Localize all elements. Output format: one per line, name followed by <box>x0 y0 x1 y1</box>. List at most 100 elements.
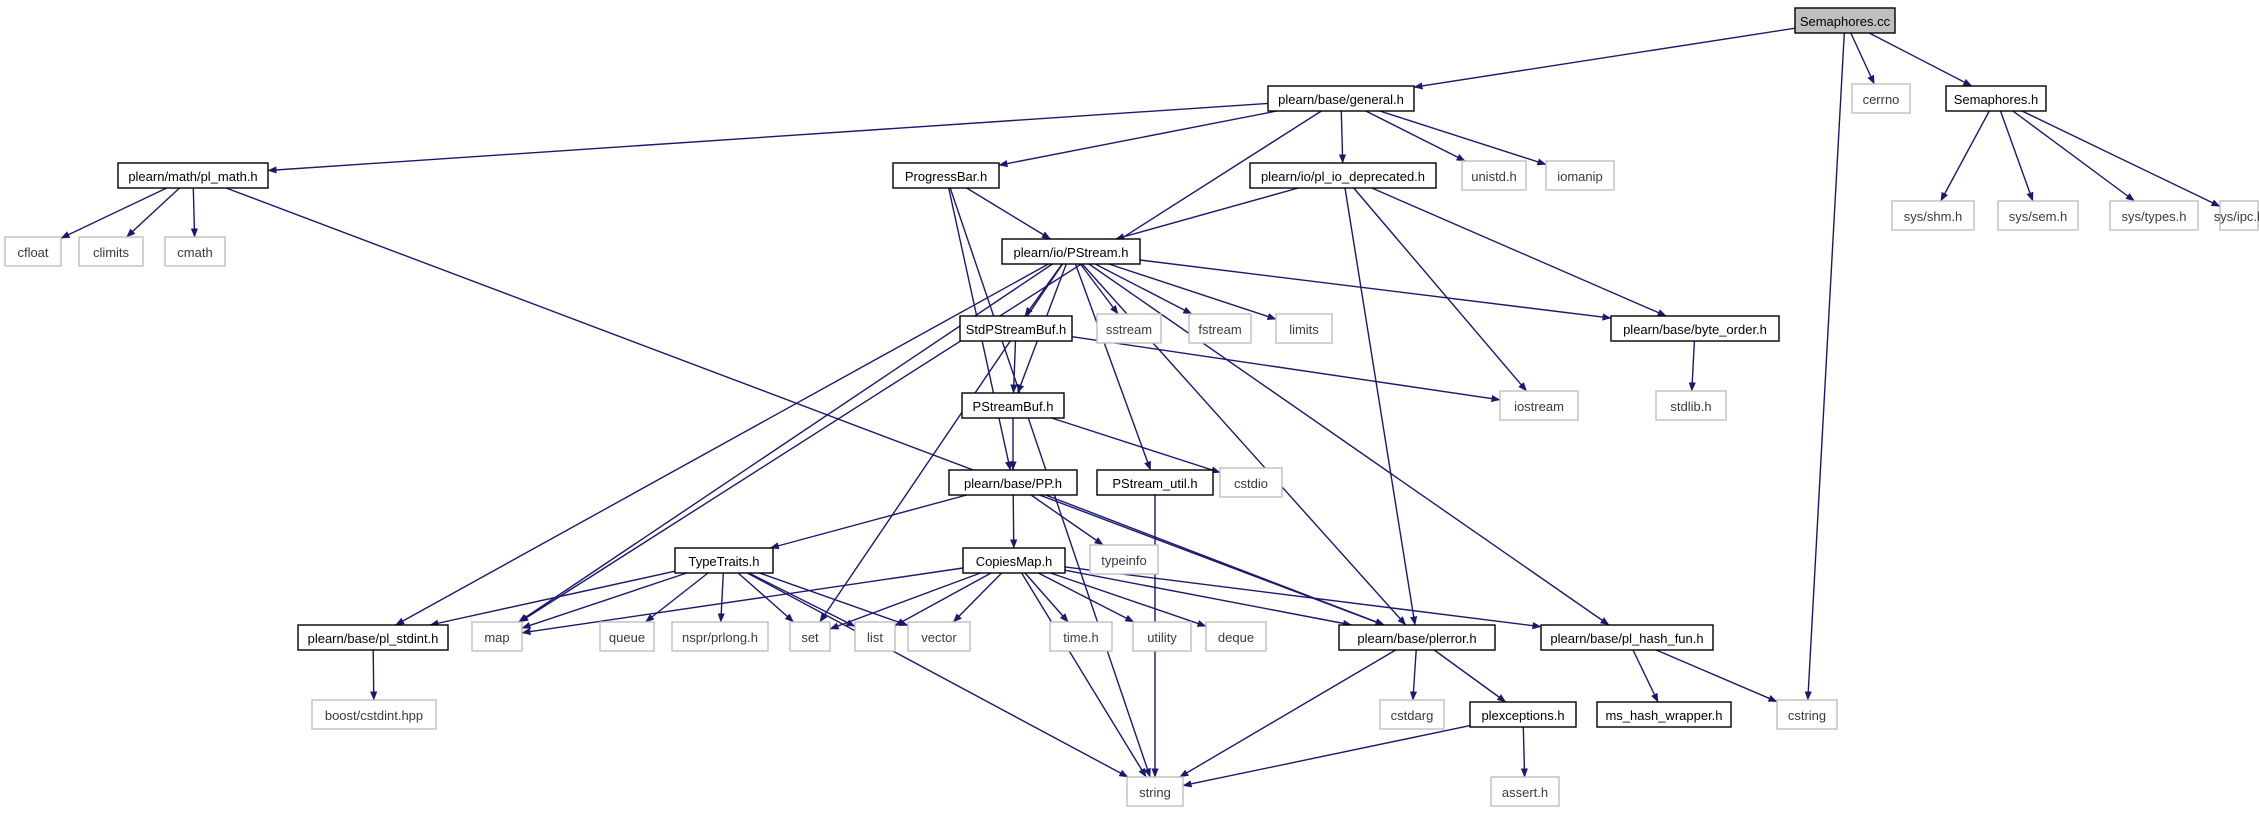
edge-copiesmap_h-to-list <box>894 572 992 627</box>
node-box <box>671 621 769 652</box>
node-label: plearn/io/pl_io_deprecated.h <box>1261 169 1425 184</box>
node-box <box>471 621 523 652</box>
node-label: string <box>1139 785 1171 800</box>
node-pstream_h[interactable]: plearn/io/PStream.h <box>1001 238 1141 265</box>
node-box <box>1096 313 1162 344</box>
node-label: plearn/base/pl_hash_fun.h <box>1550 631 1703 646</box>
node-box <box>1219 467 1283 498</box>
node-label: time.h <box>1063 630 1098 645</box>
node-semaphores_cc[interactable]: Semaphores.cc <box>1794 7 1896 34</box>
node-nspr_prlong_h: nspr/prlong.h <box>671 621 769 652</box>
edge-progressbar_h-to-pstream_h <box>966 187 1051 240</box>
edge-semaphores_cc-to-semaphores_h <box>1868 32 1973 87</box>
node-plerror_h[interactable]: plearn/base/plerror.h <box>1338 624 1496 651</box>
node-typetraits_h[interactable]: TypeTraits.h <box>674 547 774 574</box>
node-label: CopiesMap.h <box>976 554 1053 569</box>
node-box <box>2109 200 2199 231</box>
node-sys_shm_h: sys/shm.h <box>1891 200 1975 231</box>
node-box <box>1089 544 1159 575</box>
node-label: sstream <box>1106 322 1152 337</box>
node-label: cmath <box>177 245 212 260</box>
node-box <box>1267 85 1415 112</box>
node-utility: utility <box>1132 621 1192 652</box>
nodes-layer: Semaphores.cc plearn/base/general.h cerrno… <box>4 7 2259 807</box>
node-progressbar_h[interactable]: ProgressBar.h <box>892 162 1000 189</box>
node-label: plearn/math/pl_math.h <box>128 169 257 184</box>
node-box <box>1776 699 1838 730</box>
node-pstream_util_h[interactable]: PStream_util.h <box>1096 469 1214 496</box>
edge-plexceptions_h-to-string <box>1182 724 1471 788</box>
node-typeinfo: typeinfo <box>1089 544 1159 575</box>
node-byte_order_h[interactable]: plearn/base/byte_order.h <box>1610 315 1780 342</box>
edge-copiesmap_h-to-string <box>1021 572 1147 778</box>
node-label: utility <box>1147 630 1177 645</box>
edge-pstream_h-to-byte_order_h <box>1139 259 1612 321</box>
node-plexceptions_h[interactable]: plexceptions.h <box>1469 701 1577 728</box>
node-box <box>164 236 226 267</box>
node-label: nspr/prlong.h <box>682 630 758 645</box>
node-box <box>1096 469 1214 496</box>
node-pl_math_h[interactable]: plearn/math/pl_math.h <box>117 162 269 189</box>
edge-semaphores_cc-to-cstring <box>1804 32 1845 701</box>
node-label: plearn/base/general.h <box>1278 92 1404 107</box>
edge-pstream_h-to-pl_stdint_h <box>395 263 1049 626</box>
edge-pstream_h-to-sstream <box>1079 263 1119 315</box>
node-box <box>1851 83 1911 114</box>
edge-pl_stdint_h-to-boost_cstdint_hpp <box>370 649 378 701</box>
edge-general_h-to-map <box>519 110 1322 623</box>
edge-pl_math_h-to-cfloat <box>60 187 168 239</box>
node-label: ProgressBar.h <box>905 169 987 184</box>
node-box <box>1132 621 1192 652</box>
node-box <box>1049 621 1113 652</box>
node-cerrno: cerrno <box>1851 83 1911 114</box>
node-box <box>962 547 1066 574</box>
node-box <box>1891 200 1975 231</box>
node-label: iostream <box>1514 399 1564 414</box>
edge-pstream_h-to-limits <box>1108 263 1277 320</box>
node-box <box>1545 160 1615 191</box>
node-box <box>1540 624 1714 651</box>
node-label: list <box>867 630 883 645</box>
node-box <box>311 699 437 730</box>
node-copiesmap_h[interactable]: CopiesMap.h <box>962 547 1066 574</box>
node-ms_hash_wrapper_h[interactable]: ms_hash_wrapper.h <box>1596 701 1732 728</box>
node-list: list <box>854 621 896 652</box>
node-label: deque <box>1218 630 1254 645</box>
node-climits: climits <box>78 236 144 267</box>
node-label: climits <box>93 245 130 260</box>
node-label: cstdarg <box>1391 708 1434 723</box>
node-label: cstring <box>1788 708 1826 723</box>
node-general_h[interactable]: plearn/base/general.h <box>1267 85 1415 112</box>
edge-pp_h-to-plerror_h <box>1045 494 1385 626</box>
node-deque: deque <box>1205 621 1267 652</box>
node-label: plearn/base/plerror.h <box>1357 631 1476 646</box>
edge-copiesmap_h-to-deque <box>1050 572 1207 627</box>
node-box <box>789 621 831 652</box>
node-pl_io_deprecated_h[interactable]: plearn/io/pl_io_deprecated.h <box>1249 162 1437 189</box>
node-box <box>1499 390 1579 421</box>
node-box <box>1945 85 2047 112</box>
edge-pstream_h-to-pstream_util_h <box>1074 263 1152 471</box>
node-pp_h[interactable]: plearn/base/PP.h <box>948 469 1078 496</box>
node-label: stdlib.h <box>1670 399 1711 414</box>
node-label: plearn/base/byte_order.h <box>1623 322 1767 337</box>
node-pl_stdint_h[interactable]: plearn/base/pl_stdint.h <box>297 624 449 651</box>
node-box <box>1205 621 1267 652</box>
node-box <box>78 236 144 267</box>
node-box <box>1655 390 1727 421</box>
edge-pp_h-to-typetraits_h <box>769 494 967 550</box>
node-stdpstreambuf_h[interactable]: StdPStreamBuf.h <box>959 315 1073 342</box>
node-box <box>1490 776 1560 807</box>
node-box <box>854 621 896 652</box>
node-label: StdPStreamBuf.h <box>966 322 1066 337</box>
edge-semaphores_h-to-sys_shm_h <box>1940 110 1990 202</box>
node-box <box>297 624 449 651</box>
node-semaphores_h[interactable]: Semaphores.h <box>1945 85 2047 112</box>
node-box <box>961 392 1065 419</box>
node-box <box>117 162 269 189</box>
node-label: sys/types.h <box>2121 209 2186 224</box>
node-time_h: time.h <box>1049 621 1113 652</box>
edge-typetraits_h-to-vector <box>759 572 909 627</box>
node-pstreambuf_h[interactable]: PStreamBuf.h <box>961 392 1065 419</box>
node-pl_hash_fun_h[interactable]: plearn/base/pl_hash_fun.h <box>1540 624 1714 651</box>
